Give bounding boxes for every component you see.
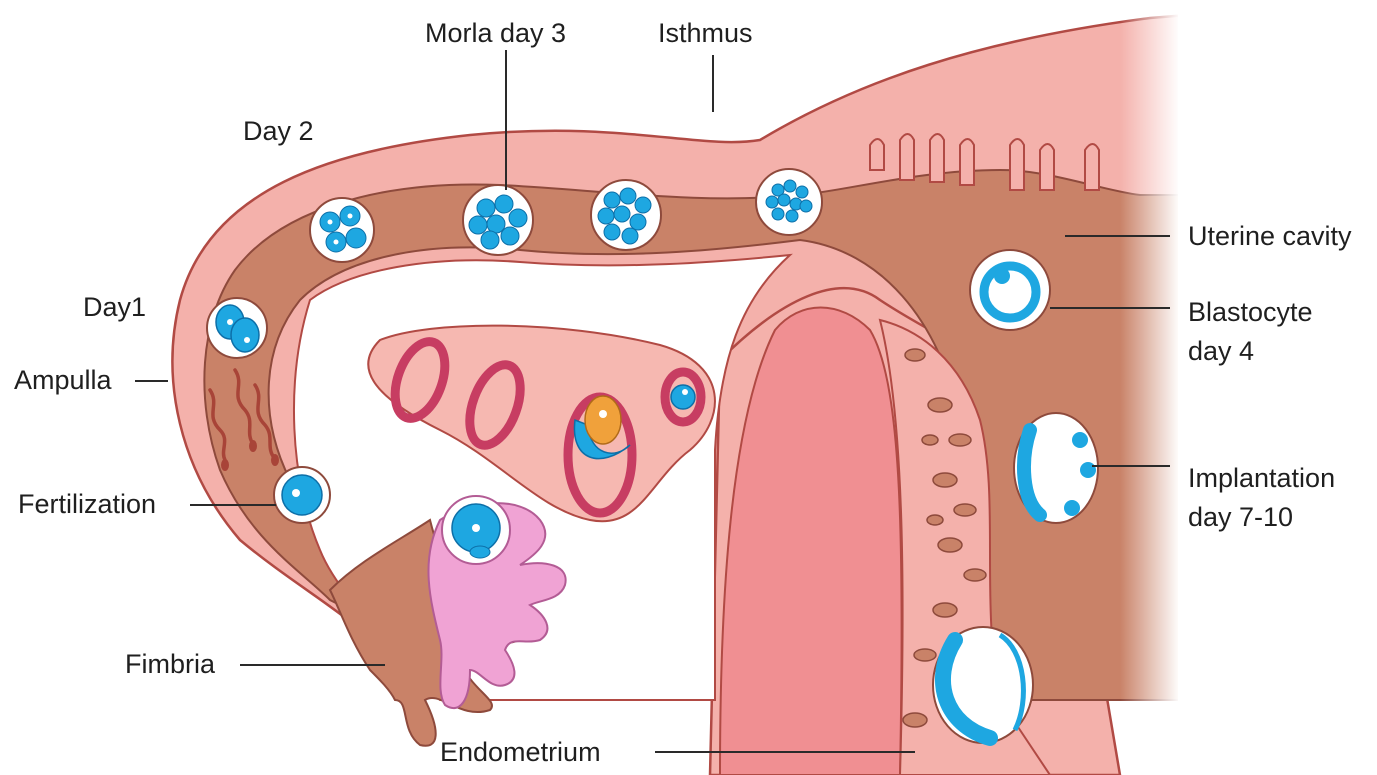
label-day2: Day 2 (243, 116, 314, 146)
label-day1: Day1 (83, 292, 146, 322)
embryo-morula-a (463, 185, 533, 255)
follicle-oocyte-small-nucleus (682, 389, 688, 395)
follicle-oocyte-large (585, 396, 621, 444)
label-fimbria: Fimbria (125, 649, 216, 679)
embryo-day1 (207, 298, 267, 358)
label-fertilization: Fertilization (18, 489, 156, 519)
right-background (1178, 0, 1377, 775)
follicle-oocyte-large-nucleus (599, 410, 607, 418)
label-blastocyte-line1: Blastocyte (1188, 297, 1313, 327)
embryo-implantation-a (1014, 413, 1098, 523)
label-blastocyte-line2: day 4 (1188, 336, 1254, 366)
label-isthmus: Isthmus (658, 18, 753, 48)
label-morula: Morla day 3 (425, 18, 566, 48)
embryo-blastocyst (970, 250, 1050, 330)
oocyte-at-fimbria (442, 496, 510, 564)
embryo-morula-c (756, 169, 822, 235)
label-ampulla: Ampulla (14, 365, 113, 395)
label-endometrium: Endometrium (440, 737, 601, 767)
embryo-fertilization (274, 467, 330, 523)
embryo-day2 (310, 198, 374, 262)
embryo-morula-b (591, 180, 661, 250)
label-uterine-cavity: Uterine cavity (1188, 221, 1352, 251)
follicle-oocyte-small (671, 385, 695, 409)
label-implantation-line1: Implantation (1188, 463, 1335, 493)
right-fade (1120, 0, 1180, 775)
label-implantation-line2: day 7-10 (1188, 502, 1293, 532)
embryo-implantation-b (933, 627, 1033, 743)
